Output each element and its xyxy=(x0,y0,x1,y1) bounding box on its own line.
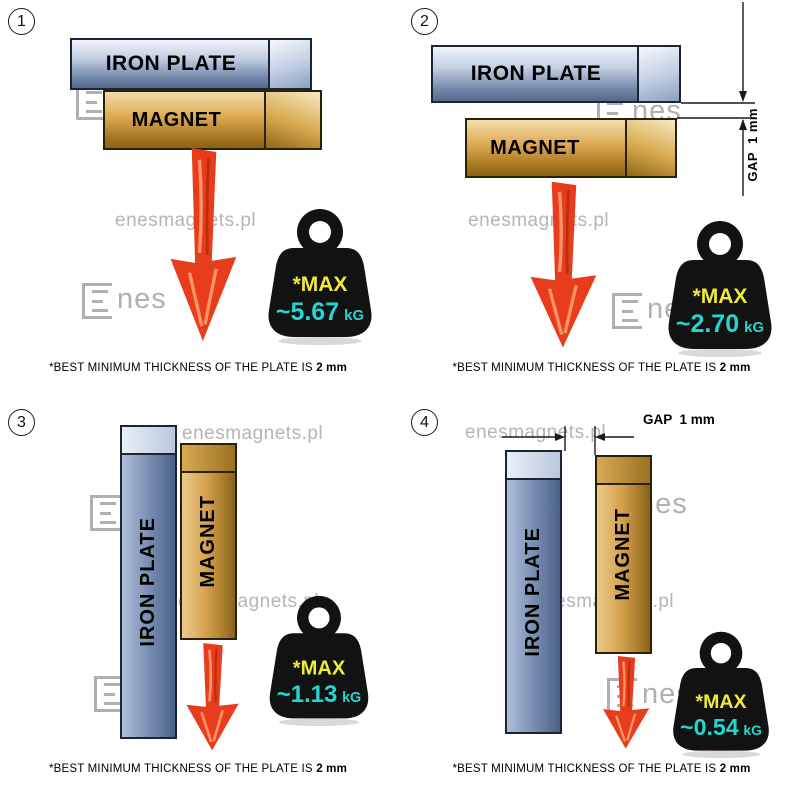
panel-3: 3 enesmagnets.pl enesmagnets.pl nes nes … xyxy=(0,397,396,800)
iron-plate-label: IRON PLATE xyxy=(522,527,544,657)
panel-number-badge: 2 xyxy=(411,8,438,35)
gap-label: GAP 1 mm xyxy=(643,412,715,427)
footer-note: *BEST MINIMUM THICKNESS OF THE PLATE IS … xyxy=(0,763,396,775)
iron-plate-endcap xyxy=(268,40,310,88)
enes-logo-icon xyxy=(90,495,120,531)
gap-dimension-lines xyxy=(677,2,755,196)
panel-1: 1 nes nes enesmagnets.pl IRON PLATE MAGN… xyxy=(0,0,396,390)
watermark-url: enesmagnets.pl xyxy=(115,210,257,231)
iron-plate: IRON PLATE xyxy=(431,45,681,103)
pull-force-arrow-icon xyxy=(186,643,239,751)
iron-plate-endcap xyxy=(507,452,560,480)
footer-text: *BEST MINIMUM THICKNESS OF THE PLATE IS xyxy=(48,362,317,374)
footer-text: *BEST MINIMUM THICKNESS OF THE PLATE IS xyxy=(48,763,317,775)
iron-plate-endcap xyxy=(637,47,679,101)
pull-force-arrow-icon xyxy=(170,147,237,342)
iron-plate-label: IRON PLATE xyxy=(137,517,159,647)
max-label: *MAX xyxy=(696,691,747,713)
enes-logo-icon xyxy=(82,283,112,319)
watermark-url: enesmagnets.pl xyxy=(465,422,607,443)
pull-force-arrow-icon xyxy=(602,655,650,749)
max-label: *MAX xyxy=(693,285,748,308)
iron-plate: IRON PLATE xyxy=(505,450,562,734)
watermark-url: enesmagnets.pl xyxy=(182,423,324,444)
footer-note: *BEST MINIMUM THICKNESS OF THE PLATE IS … xyxy=(0,362,396,374)
panel-number-badge: 1 xyxy=(8,8,35,35)
gap-dimension-lines xyxy=(502,426,634,455)
magnet: MAGNET xyxy=(595,455,652,654)
magnet-label: MAGNET xyxy=(490,136,580,159)
panel-4: 4 enesmagnets.pl enesmagnets.pl nes nes … xyxy=(403,397,800,800)
footer-note: *BEST MINIMUM THICKNESS OF THE PLATE IS … xyxy=(403,362,800,374)
magnet: MAGNET xyxy=(180,443,237,640)
iron-plate: IRON PLATE xyxy=(120,425,177,739)
enes-logo-text: nes xyxy=(117,283,167,315)
footer-bold: 2 mm xyxy=(719,763,751,775)
magnet: MAGNET xyxy=(103,90,322,150)
magnet-label: MAGNET xyxy=(197,495,219,588)
magnet: MAGNET xyxy=(465,118,677,178)
footer-bold: 2 mm xyxy=(719,362,751,374)
enes-logo-icon xyxy=(94,676,124,712)
footer-note: *BEST MINIMUM THICKNESS OF THE PLATE IS … xyxy=(403,763,800,775)
footer-bold: 2 mm xyxy=(316,763,348,775)
panel-number-badge: 3 xyxy=(8,409,35,436)
magnet-label: MAGNET xyxy=(131,108,222,131)
magnet-endcap xyxy=(264,92,320,148)
magnet-endcap xyxy=(625,120,675,176)
max-label: *MAX xyxy=(293,273,348,296)
enes-logo: nes xyxy=(82,283,167,319)
magnet-endcap xyxy=(182,445,235,473)
max-label: *MAX xyxy=(293,657,346,679)
iron-plate: IRON PLATE xyxy=(70,38,312,90)
pull-force-arrow-icon xyxy=(530,181,597,348)
footer-bold: 2 mm xyxy=(316,362,348,374)
iron-plate-label: IRON PLATE xyxy=(105,52,237,75)
magnet-endcap xyxy=(597,457,650,485)
footer-text: *BEST MINIMUM THICKNESS OF THE PLATE IS xyxy=(452,362,720,374)
gap-label: GAP 1 mm xyxy=(745,108,760,182)
footer-text: *BEST MINIMUM THICKNESS OF THE PLATE IS xyxy=(452,763,720,775)
magnet-label: MAGNET xyxy=(612,508,634,601)
panel-number-badge: 4 xyxy=(411,409,438,436)
iron-plate-label: IRON PLATE xyxy=(470,62,602,85)
enes-logo-icon xyxy=(612,293,642,329)
panel-2: 2 nes nes enesmagnets.pl IRON PLATE MAGN… xyxy=(403,0,800,390)
iron-plate-endcap xyxy=(122,427,175,455)
